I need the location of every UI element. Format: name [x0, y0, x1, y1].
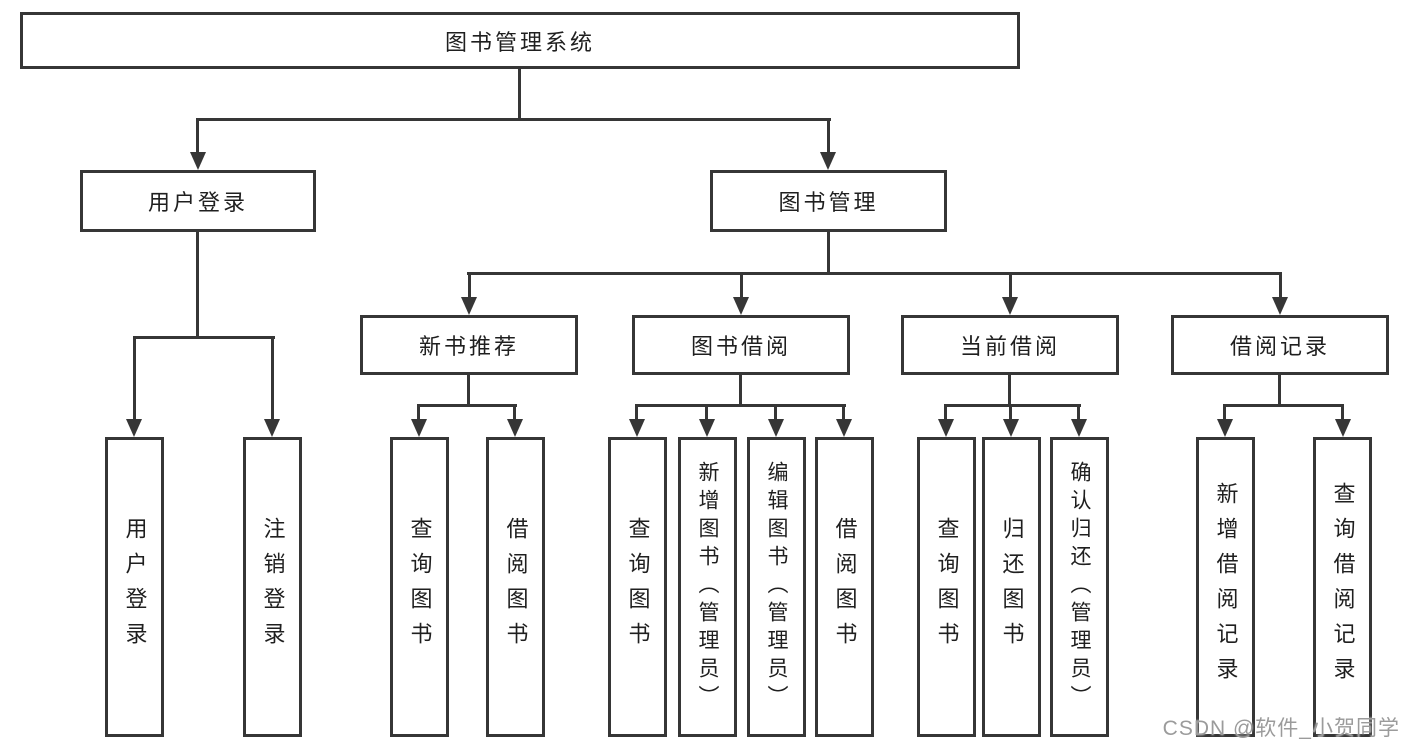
leaf-label: 查询图书 [934, 517, 960, 657]
connector-stem-logout-leaf [271, 336, 274, 421]
leaf-label: 查询借阅记录 [1330, 482, 1356, 692]
connector-user-login-trunk [196, 232, 199, 339]
connector-stem-borrow-book-a [513, 404, 516, 421]
connector-stem-book-borrow [740, 272, 743, 299]
node-label: 用户登录 [147, 190, 248, 215]
arrowhead-query-book-a [411, 419, 427, 437]
leaf-edit-book-admin: 编辑图书（管理员） [747, 437, 806, 737]
arrowhead-book-management [820, 152, 836, 170]
leaf-label: 编辑图书（管理员） [765, 461, 788, 713]
connector-stem-query-record [1341, 404, 1344, 421]
arrowhead-add-record [1217, 419, 1233, 437]
leaf-label: 借阅图书 [832, 517, 858, 657]
arrowhead-add-book [699, 419, 715, 437]
arrowhead-borrow-record [1272, 297, 1288, 315]
node-user-login: 用户登录 [80, 170, 316, 232]
arrowhead-query-record [1335, 419, 1351, 437]
node-label: 图书管理系统 [444, 29, 595, 55]
connector-stem-current-borrow [1009, 272, 1012, 299]
connector-root-trunk [518, 68, 521, 121]
leaf-query-borrow-record: 查询借阅记录 [1313, 437, 1372, 737]
connector-stem-borrow-book-b [842, 404, 845, 421]
node-label: 图书借阅 [690, 334, 791, 359]
node-root-library-system: 图书管理系统 [20, 12, 1020, 69]
connector-stem-borrow-record [1279, 272, 1282, 299]
leaf-add-book-admin: 新增图书（管理员） [678, 437, 737, 737]
leaf-label: 新增借阅记录 [1213, 482, 1239, 692]
arrowhead-query-book-b [629, 419, 645, 437]
leaf-return-book: 归还图书 [982, 437, 1041, 737]
arrowhead-current-borrow [1002, 297, 1018, 315]
connector-stem-add-book [705, 404, 708, 421]
arrowhead-logout-leaf [264, 419, 280, 437]
connector-stem-confirm-return [1077, 404, 1080, 421]
leaf-label: 归还图书 [999, 517, 1025, 657]
leaf-label: 用户登录 [122, 517, 148, 657]
arrowhead-query-book-c [938, 419, 954, 437]
connector-stem-edit-book [774, 404, 777, 421]
connector-recommend-trunk [467, 375, 470, 407]
node-label: 借阅记录 [1229, 334, 1330, 359]
node-borrow-record: 借阅记录 [1171, 315, 1389, 375]
connector-user-login-rail [133, 336, 275, 339]
connector-record-rail [1223, 404, 1344, 407]
node-book-management: 图书管理 [710, 170, 947, 232]
connector-stem-login-leaf [133, 336, 136, 421]
leaf-add-borrow-record: 新增借阅记录 [1196, 437, 1255, 737]
arrowhead-edit-book [768, 419, 784, 437]
connector-stem-add-record [1223, 404, 1226, 421]
leaf-logout: 注销登录 [243, 437, 302, 737]
node-new-book-recommend: 新书推荐 [360, 315, 578, 375]
arrowhead-book-borrow [733, 297, 749, 315]
connector-record-trunk [1278, 375, 1281, 407]
connector-book-mgmt-trunk [827, 232, 830, 275]
connector-recommend-rail [417, 404, 517, 407]
leaf-query-book-borrow: 查询图书 [608, 437, 667, 737]
connector-borrow-trunk [739, 375, 742, 407]
csdn-watermark: CSDN @软件_小贺同学 [1162, 717, 1400, 740]
connector-stem-user-login [196, 118, 199, 154]
node-label: 新书推荐 [418, 334, 519, 359]
arrowhead-borrow-book-b [836, 419, 852, 437]
connector-book-mgmt-rail [467, 272, 1282, 275]
leaf-label: 查询图书 [625, 517, 651, 657]
leaf-label: 注销登录 [260, 517, 286, 657]
connector-stem-new-book-recommend [468, 272, 471, 299]
node-label: 图书管理 [778, 190, 879, 215]
connector-current-rail [944, 404, 1081, 407]
leaf-borrow-book: 借阅图书 [815, 437, 874, 737]
connector-stem-return-book [1009, 404, 1012, 421]
leaf-label: 新增图书（管理员） [696, 461, 719, 713]
leaf-label: 查询图书 [407, 517, 433, 657]
connector-root-rail [196, 118, 831, 121]
leaf-query-book-recommend: 查询图书 [390, 437, 449, 737]
node-label: 当前借阅 [959, 334, 1060, 359]
connector-stem-query-book-c [944, 404, 947, 421]
leaf-confirm-return-admin: 确认归还（管理员） [1050, 437, 1109, 737]
connector-borrow-rail [635, 404, 846, 407]
connector-stem-query-book-a [417, 404, 420, 421]
arrowhead-user-login [190, 152, 206, 170]
connector-current-trunk [1008, 375, 1011, 407]
arrowhead-new-book-recommend [461, 297, 477, 315]
leaf-label: 确认归还（管理员） [1068, 461, 1091, 713]
connector-stem-book-management [827, 118, 830, 154]
arrowhead-login-leaf [126, 419, 142, 437]
leaf-query-book-current: 查询图书 [917, 437, 976, 737]
node-current-borrow: 当前借阅 [901, 315, 1119, 375]
arrowhead-return-book [1003, 419, 1019, 437]
node-book-borrow: 图书借阅 [632, 315, 850, 375]
leaf-user-login: 用户登录 [105, 437, 164, 737]
leaf-label: 借阅图书 [503, 517, 529, 657]
arrowhead-confirm-return [1071, 419, 1087, 437]
connector-stem-query-book-b [635, 404, 638, 421]
leaf-borrow-book-recommend: 借阅图书 [486, 437, 545, 737]
arrowhead-borrow-book-a [507, 419, 523, 437]
